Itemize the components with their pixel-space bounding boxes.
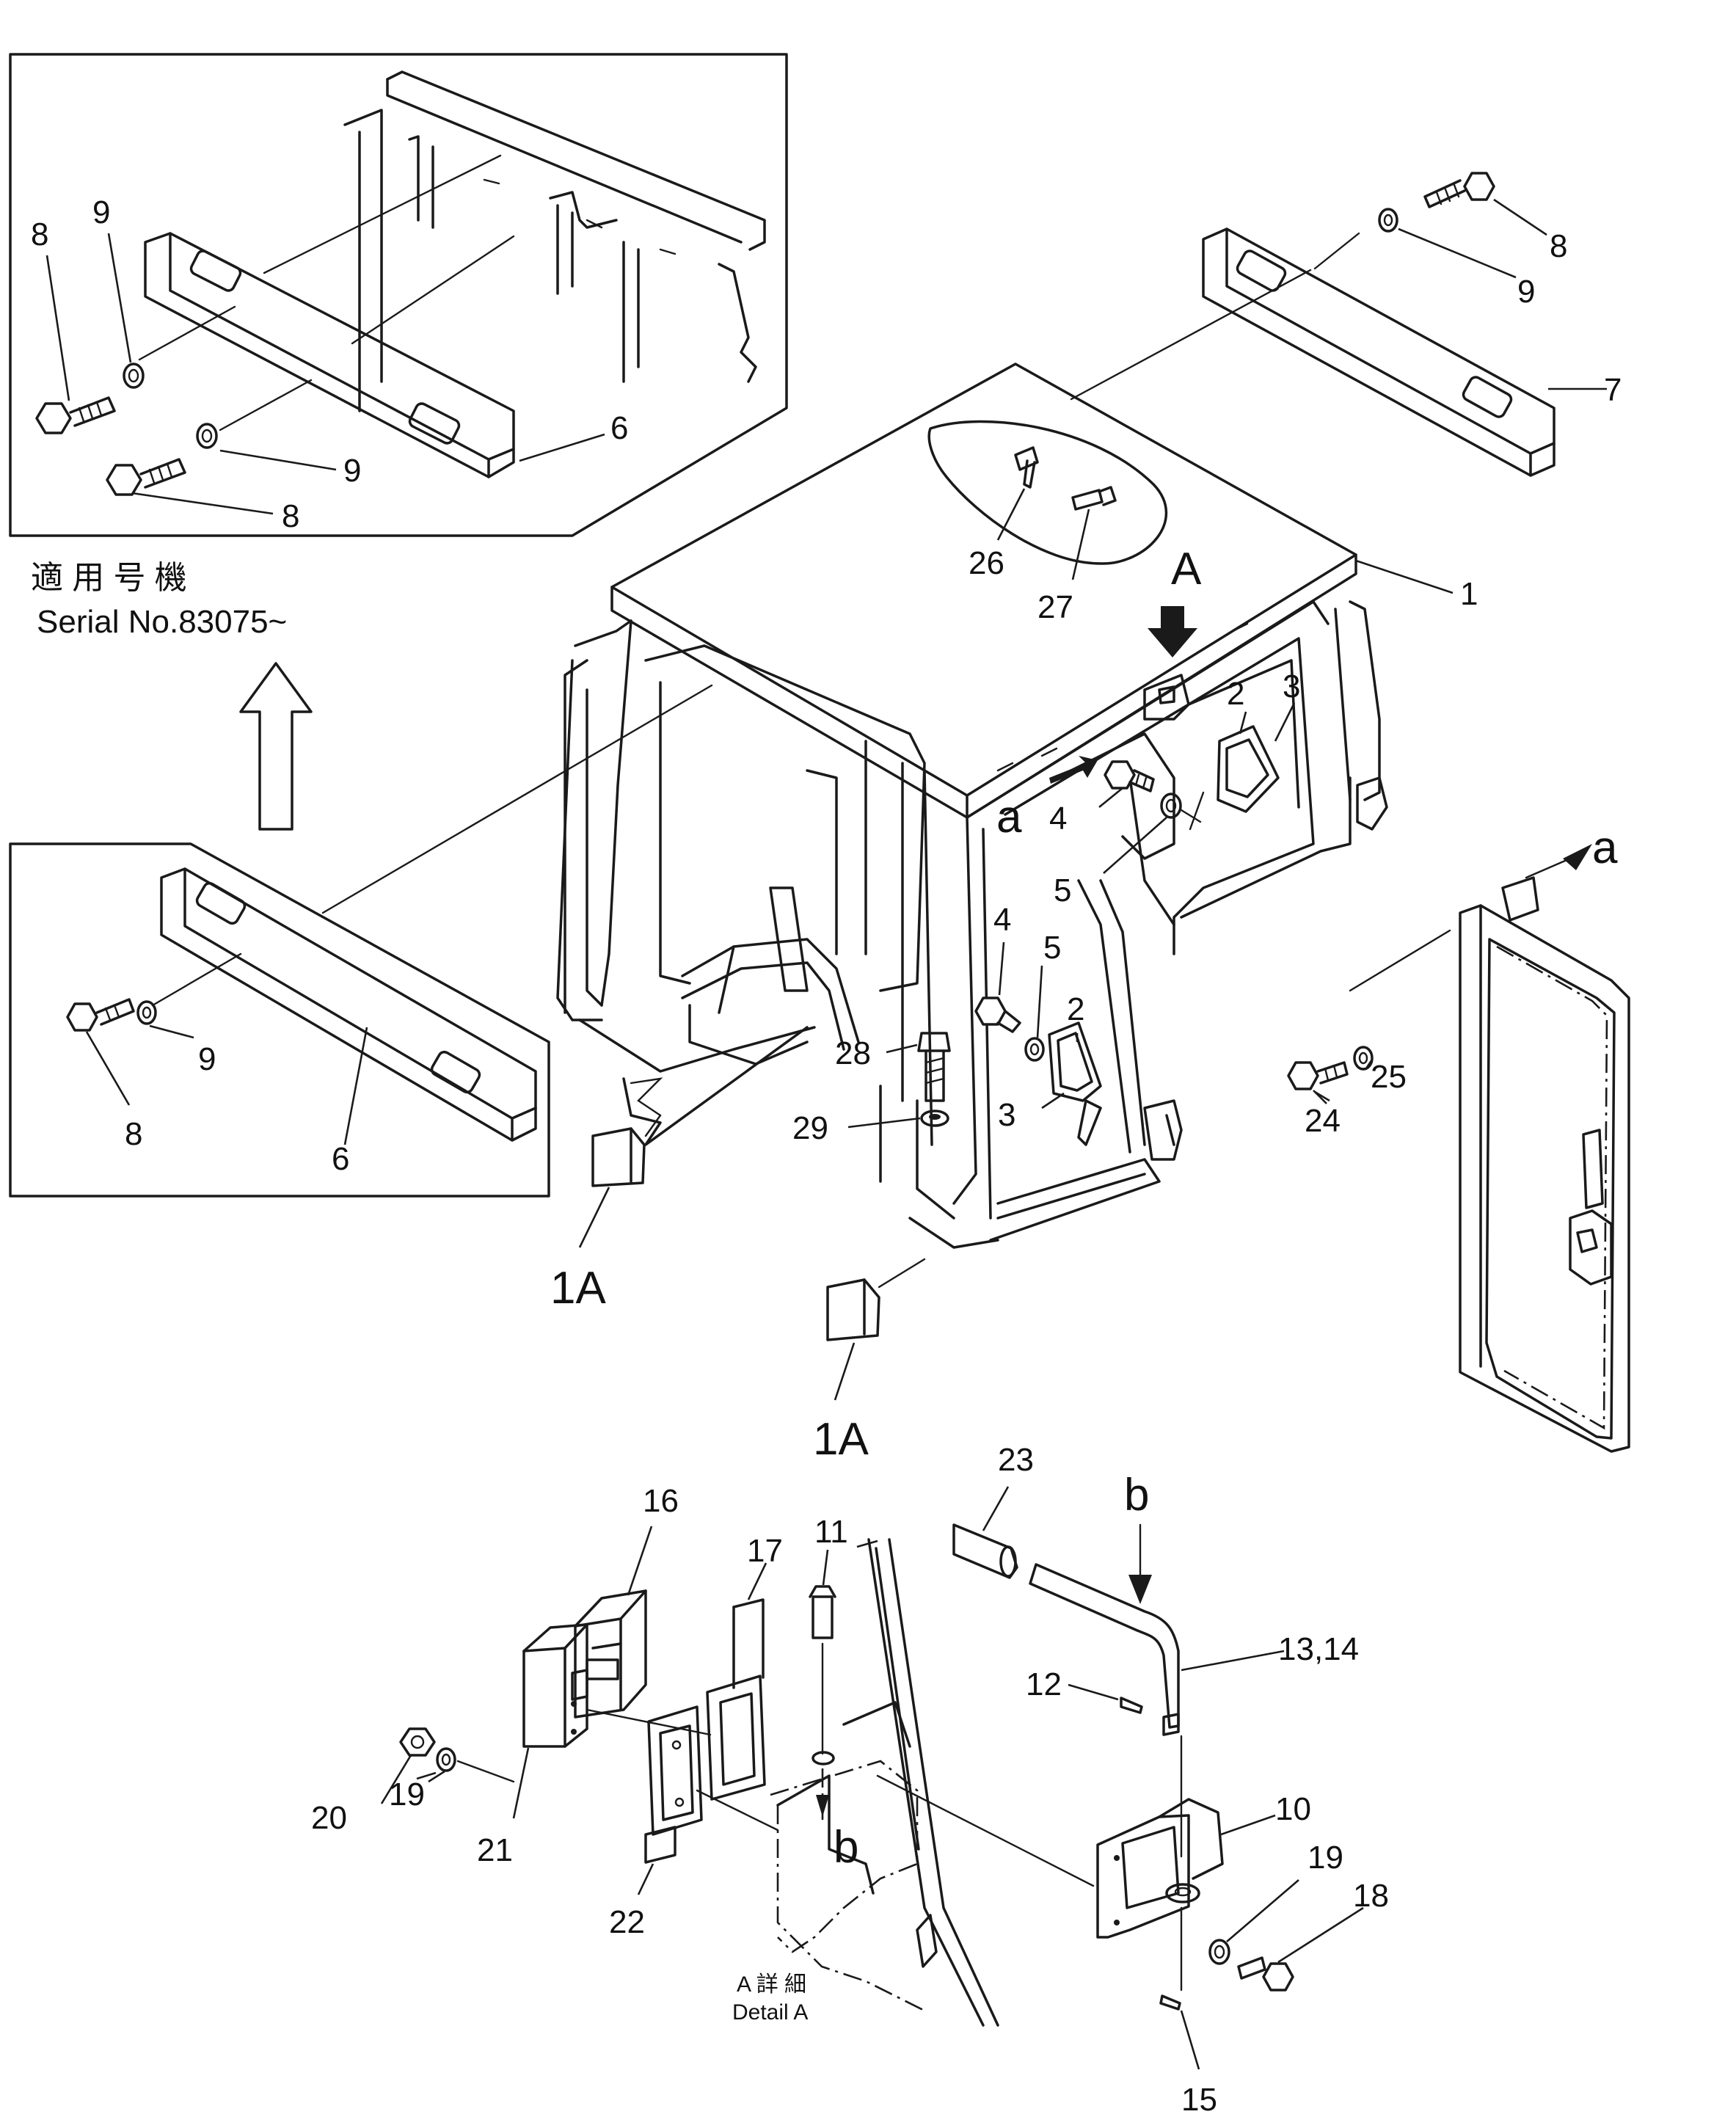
inset-serial-top: 8 9 9 8 6 <box>9 53 788 537</box>
callout-22: 22 <box>609 1904 645 1940</box>
callout-7: 7 <box>1604 372 1622 408</box>
callout-9-top: 9 <box>1517 274 1535 310</box>
callout-11: 11 <box>814 1514 848 1550</box>
callout-21: 21 <box>477 1832 513 1868</box>
view-letter-A: A <box>1171 544 1202 594</box>
callout-5-top: 5 <box>1054 872 1071 908</box>
detail-A: b 11 16 21 20 19 <box>311 1442 1389 2118</box>
callout-3-top: 3 <box>1283 668 1300 704</box>
callout-8-inset1a: 8 <box>31 216 48 252</box>
callout-6-inset2: 6 <box>332 1141 349 1177</box>
callout-8-inset2: 8 <box>125 1116 142 1152</box>
bolt-4-5-upper: 4 5 <box>1049 760 1205 908</box>
callout-9-inset1b: 9 <box>343 453 361 489</box>
inset-serial-bottom: 8 9 6 <box>9 684 713 1198</box>
callout-20: 20 <box>311 1800 347 1836</box>
callout-19-left: 19 <box>389 1777 425 1812</box>
view-letter-a-top: a <box>996 792 1022 842</box>
callout-3-mid: 3 <box>998 1097 1015 1133</box>
callout-1: 1 <box>1460 576 1478 612</box>
callout-29: 29 <box>792 1110 828 1146</box>
view-arrow-A: A <box>1148 544 1202 657</box>
callout-2-mid: 2 <box>1067 991 1084 1027</box>
callout-10: 10 <box>1275 1791 1311 1827</box>
detail-label-jp: A 詳 細 <box>737 1972 806 1997</box>
view-letter-b-detail: b <box>834 1822 858 1873</box>
callout-26: 26 <box>969 545 1004 581</box>
callout-5-mid: 5 <box>1043 930 1061 966</box>
door-assembly: a <box>1349 823 1630 1453</box>
callout-25: 25 <box>1371 1059 1407 1095</box>
part-1A-left: 1A <box>550 1077 663 1313</box>
view-arrow-a-cab: a <box>996 756 1098 842</box>
callout-27: 27 <box>1037 589 1073 625</box>
up-arrow-icon <box>239 662 313 831</box>
callout-16: 16 <box>643 1483 679 1519</box>
callout-18: 18 <box>1353 1878 1389 1914</box>
callout-24: 24 <box>1305 1103 1341 1139</box>
callout-28: 28 <box>835 1035 871 1071</box>
part-7-panel: 8 9 7 <box>1070 172 1622 477</box>
view-letter-a-right: a <box>1592 823 1618 873</box>
bracket-2-3-upper: 2 3 <box>1217 668 1300 813</box>
part-1A-right: 1A <box>813 1258 926 1465</box>
detail-label-en: Detail A <box>732 2000 808 2025</box>
callout-13-14: 13,14 <box>1278 1631 1359 1667</box>
callout-9-inset1a: 9 <box>92 194 110 230</box>
serial-label-en: Serial No.83075~ <box>37 604 287 640</box>
callout-19-right: 19 <box>1308 1840 1343 1876</box>
serial-label-jp: 適 用 号 機 <box>31 560 187 596</box>
callout-9-inset2: 9 <box>198 1041 216 1077</box>
callout-8-inset1b: 8 <box>282 498 299 534</box>
callout-23: 23 <box>998 1442 1034 1478</box>
callout-17: 17 <box>747 1533 783 1569</box>
roof-bolts: 26 27 <box>969 446 1117 625</box>
cab-assembly <box>556 362 1388 1249</box>
callout-1A-right: 1A <box>813 1414 869 1465</box>
callout-6-inset1: 6 <box>610 410 628 446</box>
view-letter-b-top: b <box>1124 1470 1149 1520</box>
bolt-28-29: 28 29 <box>792 1032 951 1146</box>
bolt-24-25: 24 25 <box>1287 1046 1407 1139</box>
callout-4-mid: 4 <box>993 902 1011 938</box>
bracket-2-3-4-5-middle: 4 5 2 3 <box>974 902 1102 1146</box>
callout-2-top: 2 <box>1227 676 1244 712</box>
callout-1A-left: 1A <box>550 1263 606 1313</box>
callout-4-top: 4 <box>1049 801 1067 837</box>
callout-12: 12 <box>1026 1666 1062 1702</box>
callout-15: 15 <box>1181 2082 1217 2118</box>
callout-8-top: 8 <box>1550 228 1567 264</box>
